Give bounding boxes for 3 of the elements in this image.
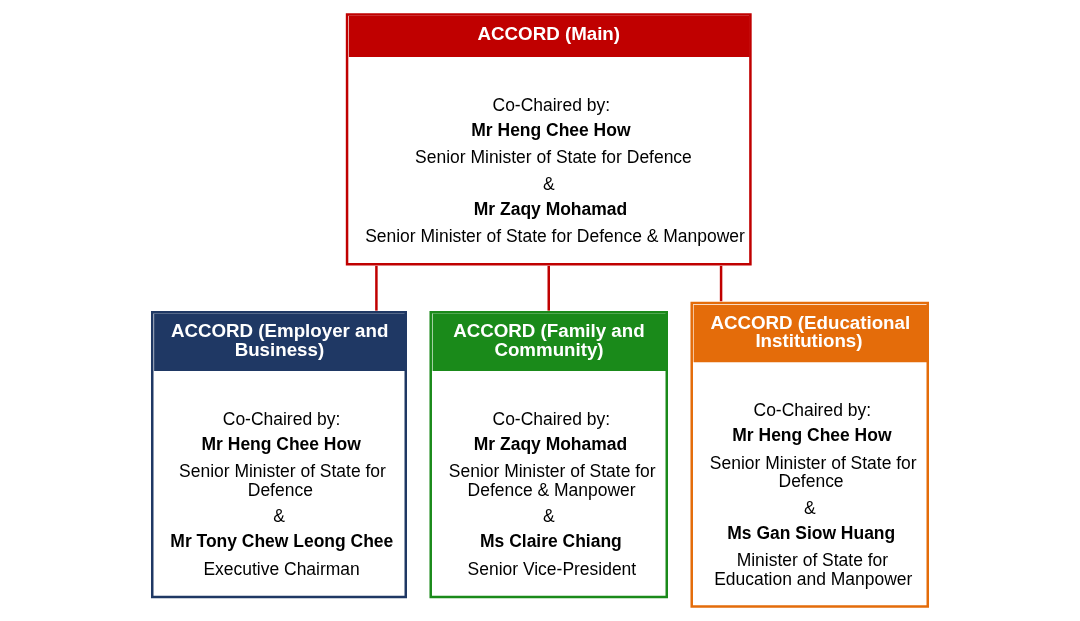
connector bbox=[547, 265, 550, 311]
connector bbox=[719, 265, 723, 302]
connector bbox=[375, 265, 378, 311]
